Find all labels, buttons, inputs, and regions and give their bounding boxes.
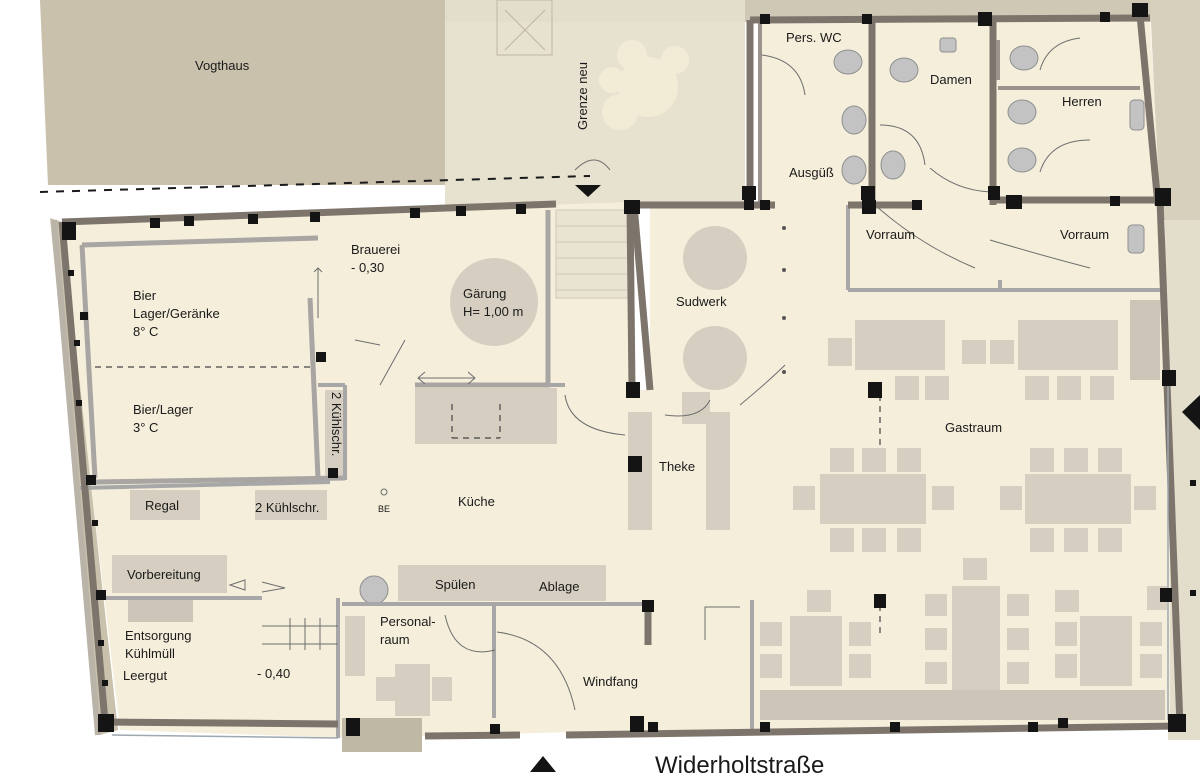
room-ausguss: Ausgüß [789, 165, 834, 180]
room-theke: Theke [659, 459, 695, 474]
room-vorraum-1: Vorraum [866, 227, 915, 242]
label-regal: Regal [145, 498, 179, 513]
room-gaerung: Gärung [463, 286, 506, 301]
room-gaerung-height: H= 1,00 m [463, 304, 523, 319]
room-pers-wc: Pers. WC [786, 30, 842, 45]
markers [782, 226, 786, 374]
room-brauerei: Brauerei [351, 242, 400, 257]
label-kuehlschrank-horizontal: 2 Kühlschr. [255, 500, 319, 515]
label-kuehlschrank-vertical: 2 Kühlschr. [329, 392, 344, 456]
stairs [555, 209, 629, 299]
neighbor-yard [445, 22, 745, 205]
room-bier-lager-3: 8° C [133, 324, 158, 339]
room-bierlager-1: Bier/Lager [133, 402, 194, 417]
room-vorraum-2: Vorraum [1060, 227, 1109, 242]
washbasin-icon [1127, 99, 1145, 254]
room-herren: Herren [1062, 94, 1102, 109]
room-bier-lager-2: Lager/Geränke [133, 306, 220, 321]
entrance-arrow-icon [1182, 395, 1200, 430]
label-grenze-neu: Grenze neu [575, 62, 590, 130]
room-entsorgung-1: Entsorgung [125, 628, 192, 643]
interior-walls [79, 20, 1160, 738]
room-windfang: Windfang [583, 674, 638, 689]
room-damen: Damen [930, 72, 972, 87]
door-swings [228, 37, 1091, 711]
room-bier-lager-1: Bier [133, 288, 157, 303]
label-ablage: Ablage [539, 579, 579, 594]
structural-columns [62, 3, 1196, 736]
room-personalraum-1: Personal- [380, 614, 436, 629]
entrance-arrow-icon [530, 756, 556, 772]
tree-icon [496, 0, 553, 56]
label-vorbereitung: Vorbereitung [127, 567, 201, 582]
room-bierlager-2: 3° C [133, 420, 158, 435]
room-sudwerk: Sudwerk [676, 294, 727, 309]
room-kueche: Küche [458, 494, 495, 509]
toilet-icon [833, 37, 1039, 185]
room-brauerei-level: - 0,30 [351, 260, 384, 275]
room-entsorgung-2: Kühlmüll [125, 646, 175, 661]
sanitary [833, 37, 1145, 254]
property-line [39, 175, 591, 193]
room-leergut-level: - 0,40 [257, 666, 290, 681]
entrance-arrow-icon [575, 185, 601, 197]
furniture [112, 209, 1167, 752]
room-gastraum: Gastraum [945, 420, 1002, 435]
room-leergut: Leergut [123, 668, 167, 683]
neighbor-building [40, 0, 445, 185]
label-be: BE [378, 504, 390, 514]
labels: Vogthaus Grenze neu Pers. WC Damen Herre… [123, 30, 1109, 779]
tree-icon [599, 40, 689, 130]
street-name: Widerholtstraße [655, 752, 824, 779]
label-vogthaus: Vogthaus [195, 58, 250, 73]
label-spuelen: Spülen [435, 577, 475, 592]
surroundings [39, 0, 1200, 740]
room-personalraum-2: raum [380, 632, 410, 647]
